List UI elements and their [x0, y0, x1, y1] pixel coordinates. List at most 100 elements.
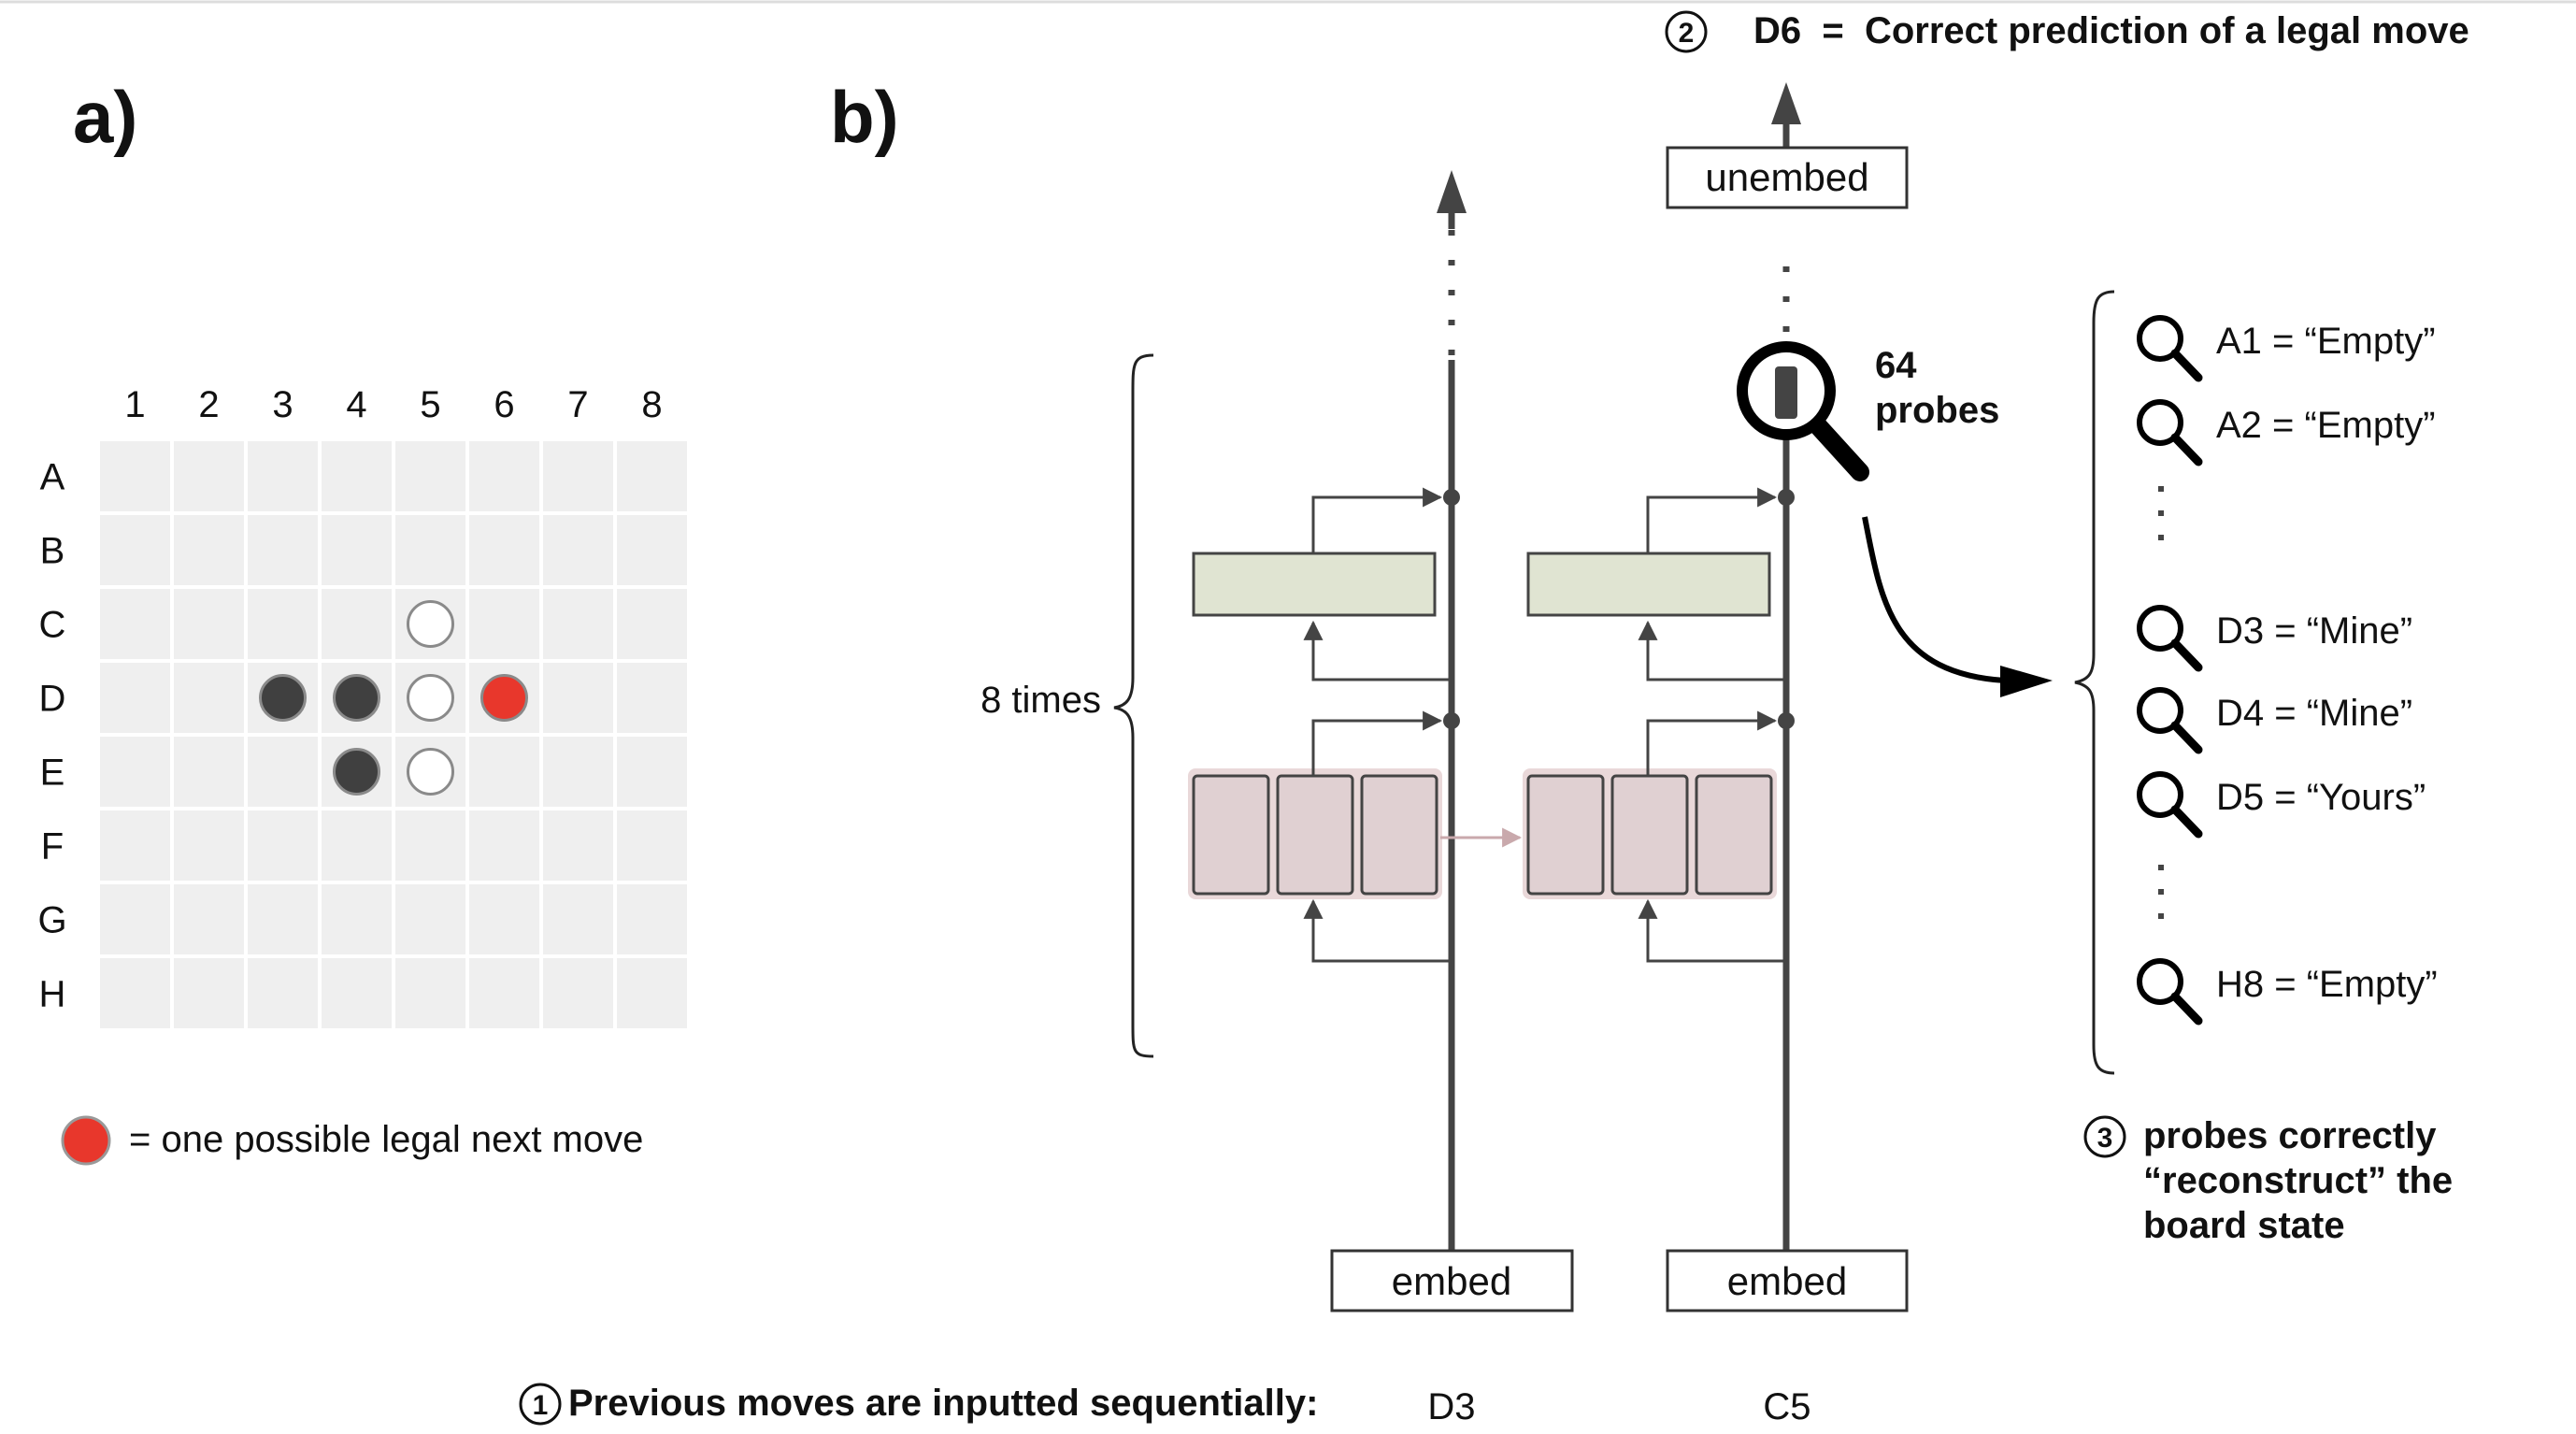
step-2-circle: [1665, 10, 1708, 53]
embed-label-right: embed: [1727, 1259, 1847, 1303]
col-label-5: 5: [420, 384, 440, 425]
probe-result-4: D4 = “Mine”: [2216, 693, 2412, 734]
board-cell-G6: [469, 884, 539, 954]
board-cell-H3: [248, 958, 318, 1028]
board-cell-F3: [248, 810, 318, 881]
board-cell-G5: [395, 884, 465, 954]
input-token-1: D3: [1427, 1386, 1475, 1427]
prediction-caption: 2 D6 = Correct prediction of a legal mov…: [1665, 10, 2469, 53]
mlp-input-path-left: [1303, 620, 1452, 681]
step-2-number: 2: [1679, 18, 1695, 49]
col-label-2: 2: [198, 384, 219, 425]
attn-output-path-left: [1311, 710, 1443, 776]
col-label-3: 3: [272, 384, 293, 425]
board-cell-H8: [617, 958, 687, 1028]
board-cell-A7: [543, 441, 613, 511]
probe-output-arrow: [1862, 516, 2006, 683]
black-piece-E4: [333, 748, 380, 796]
attention-head-right-3: [1695, 774, 1773, 896]
attn-add-node-left: [1443, 712, 1460, 729]
probe-results-brace: [2074, 290, 2115, 1075]
attention-head-right-2: [1610, 774, 1689, 896]
row-label-H: H: [39, 974, 66, 1015]
board-cell-A8: [617, 441, 687, 511]
layer-repeat-brace: [1113, 353, 1154, 1058]
mlp-box-right: [1526, 552, 1771, 617]
probes-word: probes: [1875, 390, 1999, 431]
embed-box-right: [1666, 1249, 1909, 1312]
board-cell-A1: [100, 441, 170, 511]
black-piece-D4: [333, 674, 380, 722]
board-cell-E3: [248, 737, 318, 807]
board-cell-G3: [248, 884, 318, 954]
col-label-1: 1: [124, 384, 145, 425]
step-3-number: 3: [2097, 1123, 2113, 1154]
board-cell-A3: [248, 441, 318, 511]
attention-head-left-3: [1360, 774, 1438, 896]
col-label-4: 4: [346, 384, 366, 425]
board-cell-F5: [395, 810, 465, 881]
board-cell-C8: [617, 589, 687, 659]
board-cell-B3: [248, 515, 318, 585]
board-cell-G2: [174, 884, 244, 954]
white-piece-D5: [407, 674, 454, 722]
repeat-label: 8 times: [980, 680, 1101, 721]
board-cell-H1: [100, 958, 170, 1028]
probe-result-3: D3 = “Mine”: [2216, 610, 2412, 652]
legend-text: = one possible legal next move: [129, 1119, 643, 1160]
legal-move-legend: = one possible legal next move: [61, 1115, 643, 1166]
board-cell-H2: [174, 958, 244, 1028]
board-cell-G7: [543, 884, 613, 954]
board-cell-H7: [543, 958, 613, 1028]
residual-stream-right: [1771, 82, 1801, 1253]
probe-result-5: D5 = “Yours”: [2216, 777, 2426, 818]
row-label-F: F: [41, 826, 64, 868]
board-cell-B2: [174, 515, 244, 585]
embed-label-left: embed: [1392, 1259, 1511, 1303]
prediction-text: D6 = Correct prediction of a legal move: [1753, 10, 2469, 51]
step-3-line-3: board state: [2143, 1205, 2345, 1246]
magnifier-icon: [2137, 687, 2203, 754]
attention-head-left-1: [1192, 774, 1270, 896]
board-cell-G8: [617, 884, 687, 954]
magnifier-icon: [2137, 605, 2203, 672]
col-label-6: 6: [494, 384, 514, 425]
mlp-box-left: [1192, 552, 1437, 617]
red-piece-D6: [480, 674, 528, 722]
board-cell-B4: [322, 515, 392, 585]
probe-magnifier-icon: [1737, 341, 1869, 481]
white-piece-E5: [407, 748, 454, 796]
col-label-8: 8: [641, 384, 662, 425]
board-cell-G4: [322, 884, 392, 954]
step-3-line-2: “reconstruct” the: [2143, 1160, 2453, 1201]
row-label-A: A: [40, 457, 65, 498]
step-1-circle: [519, 1383, 562, 1426]
board-cell-F6: [469, 810, 539, 881]
board-cell-A2: [174, 441, 244, 511]
magnifier-icon: [2137, 771, 2203, 839]
row-label-C: C: [39, 605, 66, 646]
board-cell-C3: [248, 589, 318, 659]
unembed-box: [1666, 146, 1909, 209]
attention-head-right-1: [1526, 774, 1605, 896]
step-1-number: 1: [533, 1390, 549, 1421]
board-cell-B8: [617, 515, 687, 585]
embed-box-left: [1330, 1249, 1574, 1312]
board-cell-D2: [174, 663, 244, 733]
board-cell-F1: [100, 810, 170, 881]
mlp-output-path-left: [1311, 487, 1443, 553]
residual-stream-left: [1437, 170, 1467, 1253]
board-cell-C7: [543, 589, 613, 659]
row-label-D: D: [39, 679, 66, 720]
probes-count: 64: [1875, 345, 1917, 386]
board-cell-F4: [322, 810, 392, 881]
board-cell-C2: [174, 589, 244, 659]
step-3-caption: 3 probes correctly “reconstruct” the boa…: [2083, 1115, 2453, 1246]
probe-result-1: A1 = “Empty”: [2216, 321, 2436, 362]
board-cell-B6: [469, 515, 539, 585]
input-token-2: C5: [1763, 1386, 1810, 1427]
mlp-output-path-right: [1646, 487, 1778, 553]
attn-add-node-right: [1778, 712, 1795, 729]
board-cell-D1: [100, 663, 170, 733]
